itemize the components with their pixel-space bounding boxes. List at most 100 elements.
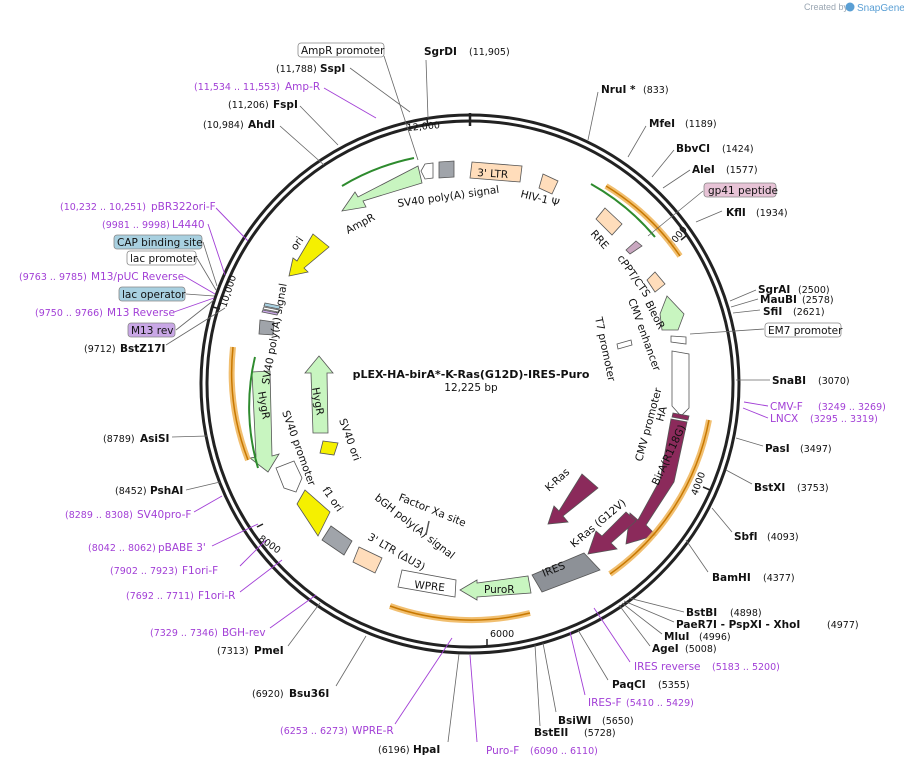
site-l4440[interactable]: (9981 .. 9998) L4440 [102, 219, 205, 231]
site-nrui[interactable]: NruI * (833) [601, 84, 669, 96]
site-snabi[interactable]: SnaBI (3070) [772, 375, 850, 387]
site-ahdi[interactable]: (10,984) AhdI [203, 119, 275, 131]
site-bsiwi[interactable]: BsiWI (5650) [558, 715, 634, 727]
site-bamhi[interactable]: BamHI (4377) [712, 572, 795, 584]
site-agei[interactable]: AgeI (5008) [652, 643, 717, 655]
feature-3ltr[interactable]: 3' LTR [469, 161, 523, 183]
feature-rre[interactable]: RRE [588, 207, 623, 252]
site-pshai[interactable]: (8452) PshAI [115, 485, 183, 497]
feature-bleor[interactable]: BleoR [642, 271, 685, 331]
site-sfii[interactable]: SfiI (2621) [763, 306, 825, 318]
feature-hiv1-psi[interactable]: HIV-1 Ψ [519, 173, 561, 210]
site-pbr322ori-f[interactable]: (10,232 .. 10,251) pBR322ori-F [60, 201, 216, 213]
feature-hygr-inner[interactable]: HygR [304, 355, 334, 434]
svg-text:(4093): (4093) [767, 532, 799, 543]
svg-text:HpaI: HpaI [413, 744, 440, 756]
site-gp41-peptide[interactable]: gp41 peptide [703, 182, 778, 198]
feature-bira[interactable]: BirA(R118G) [625, 418, 688, 545]
svg-text:BstBI: BstBI [686, 607, 717, 619]
site-hpai[interactable]: (6196) HpaI [378, 744, 440, 756]
svg-text:(5728): (5728) [584, 728, 616, 739]
feature-k-ras[interactable]: K-Ras [543, 466, 599, 525]
site-pmei[interactable]: (7313) PmeI [217, 645, 284, 657]
site-cmv-f[interactable]: CMV-F (3249 .. 3269) [770, 401, 886, 413]
feature-sv40-promoter[interactable]: SV40 promoter [275, 409, 318, 493]
site-bgh-rev[interactable]: (7329 .. 7346) BGH-rev [150, 627, 266, 639]
label-wpre: WPRE [414, 579, 446, 594]
site-bstbi[interactable]: BstBI (4898) [686, 607, 762, 619]
site-m13-rev[interactable]: M13 rev [127, 322, 176, 338]
site-lac-operator[interactable]: lac operator [118, 286, 186, 302]
site-cap-binding-site[interactable]: CAP binding site [113, 234, 203, 250]
feature-ires[interactable]: IRES [531, 552, 601, 593]
site-sgrai[interactable]: SgrAI (2500) [758, 284, 830, 296]
site-kfli[interactable]: KflI (1934) [726, 207, 788, 219]
svg-text:F1ori-R: F1ori-R [198, 590, 235, 602]
svg-text:pBABE 3': pBABE 3' [158, 542, 206, 554]
site-paqci[interactable]: PaqCI (5355) [612, 679, 690, 691]
feature-lac-cluster[interactable] [261, 302, 281, 316]
feature-sv40-polya-left[interactable]: SV40 poly(A) signal [258, 282, 290, 386]
feature-ori[interactable]: ori [288, 233, 330, 277]
feature-3ltr-du3[interactable]: 3' LTR (ΔU3) [352, 531, 427, 574]
feature-wpre[interactable]: WPRE [397, 569, 457, 598]
svg-text:(11,905): (11,905) [469, 47, 510, 58]
site-mfei[interactable]: MfeI (1189) [649, 118, 717, 130]
site-f1ori-r[interactable]: (7692 .. 7711) F1ori-R [126, 590, 235, 602]
feature-k-ras-g12v[interactable]: K-Ras (G12V) [568, 497, 637, 555]
feature-cppt-cts[interactable]: cPPT/CTS [615, 240, 653, 300]
site-bsteii[interactable]: BstEII (5728) [534, 727, 616, 739]
site-mlui[interactable]: MluI (4996) [664, 631, 731, 643]
site-fspi[interactable]: (11,206) FspI [228, 99, 298, 111]
svg-text:(7692 .. 7711): (7692 .. 7711) [126, 591, 194, 602]
svg-text:(3295 .. 3319): (3295 .. 3319) [810, 414, 878, 425]
svg-text:(4977): (4977) [827, 620, 859, 631]
site-alei[interactable]: AleI (1577) [692, 164, 758, 176]
feature-f1-ori[interactable]: f1 ori [296, 485, 345, 537]
credit-brand: SnapGene [857, 3, 904, 14]
site-em7-promoter[interactable]: EM7 promoter [764, 322, 843, 338]
site-maubi[interactable]: MauBI (2578) [760, 294, 834, 306]
feature-ha[interactable]: HA [654, 404, 690, 423]
site-puro-f[interactable]: Puro-F (6090 .. 6110) [486, 745, 598, 757]
site-amp-r[interactable]: (11,534 .. 11,553) Amp-R [194, 81, 320, 93]
feature-t7-promoter[interactable]: T7 promoter [592, 315, 633, 383]
site-sspi[interactable]: (11,788) SspI [276, 63, 345, 75]
svg-text:Bsu36I: Bsu36I [289, 688, 329, 700]
svg-text:SgrAI: SgrAI [758, 284, 790, 296]
svg-text:BsiWI: BsiWI [558, 715, 591, 727]
site-m13-reverse[interactable]: (9750 .. 9766) M13 Reverse [35, 307, 175, 319]
site-bsu36i[interactable]: (6920) Bsu36I [252, 688, 329, 700]
site-pbabe3[interactable]: (8042 .. 8062) pBABE 3' [88, 542, 206, 554]
site-m13puc-reverse[interactable]: (9763 .. 9785) M13/pUC Reverse [19, 271, 184, 283]
site-ampr-promoter[interactable]: AmpR promoter [297, 42, 385, 58]
snapgene-logo-icon [845, 2, 855, 12]
tick-label-12000: 12,000 [406, 120, 440, 134]
site-sbfi[interactable]: SbfI (4093) [734, 531, 799, 543]
site-f1ori-f[interactable]: (7902 .. 7923) F1ori-F [110, 565, 218, 577]
svg-text:(9981 .. 9998): (9981 .. 9998) [102, 220, 170, 231]
site-lncx[interactable]: LNCX (3295 .. 3319) [770, 413, 878, 425]
site-bbvci[interactable]: BbvCI (1424) [676, 143, 754, 155]
green-orf-arcs [248, 157, 656, 469]
site-asisi[interactable]: (8789) AsiSI [103, 433, 169, 445]
snapgene-credit[interactable]: Created by SnapGene [804, 2, 904, 14]
svg-text:(8289 .. 8308): (8289 .. 8308) [65, 510, 133, 521]
feature-puror[interactable]: PuroR [459, 575, 532, 601]
site-lac-promoter[interactable]: lac promoter [126, 250, 198, 266]
site-bstxi[interactable]: BstXI (3753) [754, 482, 829, 494]
svg-text:L4440: L4440 [172, 219, 205, 231]
svg-text:(5183 .. 5200): (5183 .. 5200) [712, 662, 780, 673]
site-ires-reverse[interactable]: IRES reverse (5183 .. 5200) [634, 661, 780, 673]
site-sgrdi[interactable]: SgrDI (11,905) [424, 46, 510, 58]
tick-4000 [702, 486, 711, 491]
svg-text:(2621): (2621) [793, 307, 825, 318]
svg-text:(1934): (1934) [756, 208, 788, 219]
site-pasi[interactable]: PasI (3497) [765, 443, 832, 455]
site-paer7i[interactable]: PaeR7I - PspXI - XhoI (4977) [676, 619, 859, 631]
site-bstz17i[interactable]: (9712) BstZ17I [84, 343, 165, 355]
feature-ampr-promoter[interactable] [420, 162, 434, 180]
site-sv40pro-f[interactable]: (8289 .. 8308) SV40pro-F [65, 509, 191, 521]
site-ires-f[interactable]: IRES-F (5410 .. 5429) [588, 697, 694, 709]
site-wpre-r[interactable]: (6253 .. 6273) WPRE-R [280, 725, 394, 737]
